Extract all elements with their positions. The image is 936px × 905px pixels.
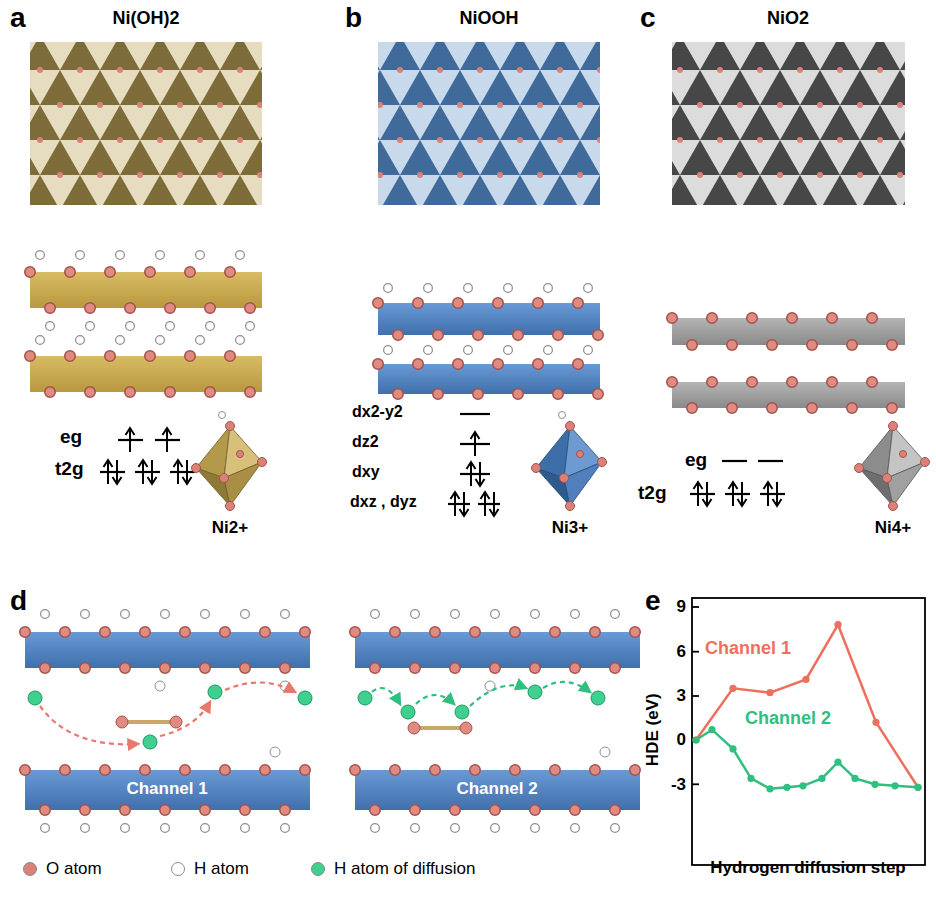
orbital-label: dz2 — [352, 433, 379, 451]
octahedron — [192, 412, 267, 511]
top-view — [672, 42, 905, 205]
legend-text: H atom — [194, 859, 249, 879]
orbital-label: dxy — [352, 463, 380, 481]
axis-title: Hydrogen diffusion step — [710, 858, 906, 878]
energy-levels — [100, 428, 195, 484]
legend-text: H atom of diffusion — [334, 859, 475, 879]
channel-model — [355, 614, 640, 828]
side-view — [378, 288, 600, 394]
octahedron — [855, 422, 930, 511]
energy-levels — [448, 414, 500, 516]
orbital-label: eg — [685, 449, 707, 471]
tick-label: -3 — [671, 775, 686, 795]
side-view — [30, 255, 262, 392]
series-label: Channel 1 — [705, 638, 791, 659]
tick-label: 3 — [677, 686, 686, 706]
side-view — [672, 318, 905, 408]
line-chart — [692, 598, 925, 865]
orbital-label: dx2-y2 — [352, 403, 403, 421]
channel-model — [25, 614, 312, 828]
legend-swatch — [311, 862, 325, 876]
tick-label: 6 — [677, 642, 686, 662]
legend-swatch — [171, 862, 185, 876]
panel-title: Ni(OH)2 — [113, 8, 180, 29]
panel-title: NiO2 — [767, 8, 809, 29]
panel-letter: b — [345, 2, 362, 34]
series-label: Channel 2 — [745, 708, 831, 729]
legend-text: O atom — [46, 859, 102, 879]
channel-label: Channel 2 — [456, 779, 537, 799]
orbital-label: t2g — [638, 482, 667, 504]
top-view — [378, 42, 600, 205]
octahedron — [532, 412, 607, 511]
legend-swatch — [23, 862, 37, 876]
orbital-label: t2g — [55, 458, 84, 480]
channel-label: Channel 1 — [126, 779, 207, 799]
ion-label: Ni2+ — [212, 518, 248, 538]
tick-label: 0 — [677, 730, 686, 750]
axis-title: HDE (eV) — [642, 694, 662, 767]
panel-letter: a — [10, 2, 26, 34]
panel-letter: c — [640, 2, 656, 34]
top-view — [30, 42, 262, 205]
panel-letter: d — [10, 585, 27, 617]
panel-letter: e — [645, 585, 661, 617]
panel-title: NiOOH — [459, 8, 518, 29]
tick-label: 9 — [677, 597, 686, 617]
ion-label: Ni4+ — [875, 518, 911, 538]
ion-label: Ni3+ — [552, 518, 588, 538]
orbital-label: eg — [60, 426, 82, 448]
orbital-label: dxz , dyz — [350, 493, 417, 511]
